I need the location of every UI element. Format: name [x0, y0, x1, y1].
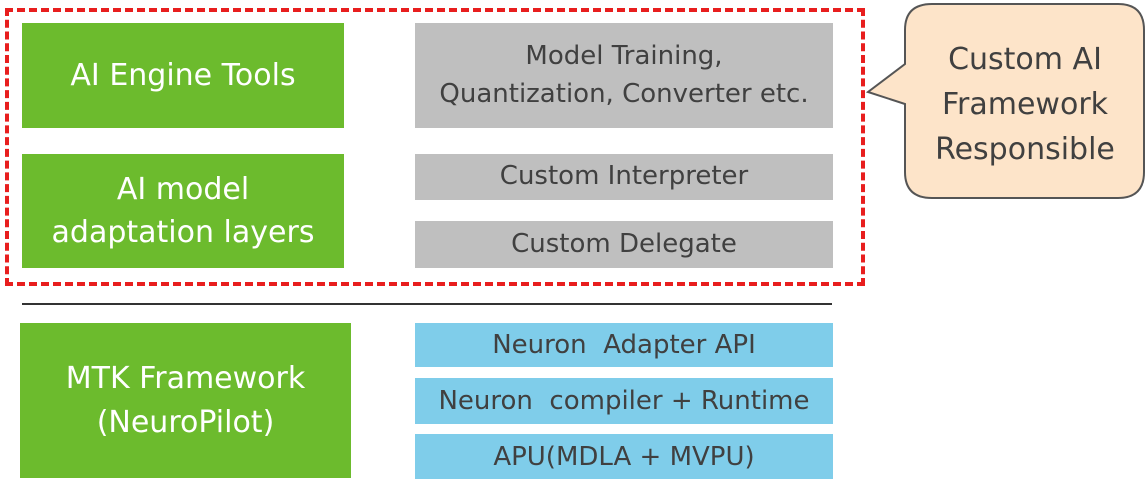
ai-model-adaptation-layers-box: AI model adaptation layers	[22, 154, 344, 268]
neuron-adapter-api-label: Neuron Adapter API	[492, 330, 756, 360]
callout-line-2: Framework	[941, 86, 1109, 122]
custom-interpreter-label: Custom Interpreter	[499, 161, 749, 192]
custom-delegate-box: Custom Delegate	[415, 221, 833, 268]
ai-engine-tools-label: AI Engine Tools	[70, 57, 296, 93]
neuron-compiler-runtime-label: Neuron compiler + Runtime	[438, 386, 810, 416]
training-line-2: Quantization, Converter etc.	[439, 78, 809, 109]
mtk-line-2: (NeuroPilot)	[96, 404, 275, 440]
apu-box: APU(MDLA + MVPU)	[415, 434, 833, 479]
callout-line-1: Custom AI	[948, 41, 1102, 77]
custom-interpreter-box: Custom Interpreter	[415, 154, 833, 200]
callout-line-3: Responsible	[935, 131, 1115, 167]
adaptation-line-2: adaptation layers	[51, 215, 315, 250]
custom-ai-framework-boundary	[5, 8, 865, 286]
framework-divider	[22, 303, 832, 305]
custom-delegate-label: Custom Delegate	[511, 228, 737, 259]
ai-engine-tools-box: AI Engine Tools	[22, 23, 344, 128]
neuron-adapter-api-box: Neuron Adapter API	[415, 323, 833, 367]
mtk-framework-box: MTK Framework (NeuroPilot)	[20, 323, 351, 478]
model-training-box: Model Training, Quantization, Converter …	[415, 23, 833, 128]
adaptation-line-1: AI model	[116, 171, 250, 207]
mtk-line-1: MTK Framework	[65, 361, 306, 396]
training-line-1: Model Training,	[525, 40, 723, 71]
callout-text: Custom AI Framework Responsible	[905, 20, 1145, 188]
apu-label: APU(MDLA + MVPU)	[493, 441, 755, 472]
neuron-compiler-runtime-box: Neuron compiler + Runtime	[415, 378, 833, 424]
